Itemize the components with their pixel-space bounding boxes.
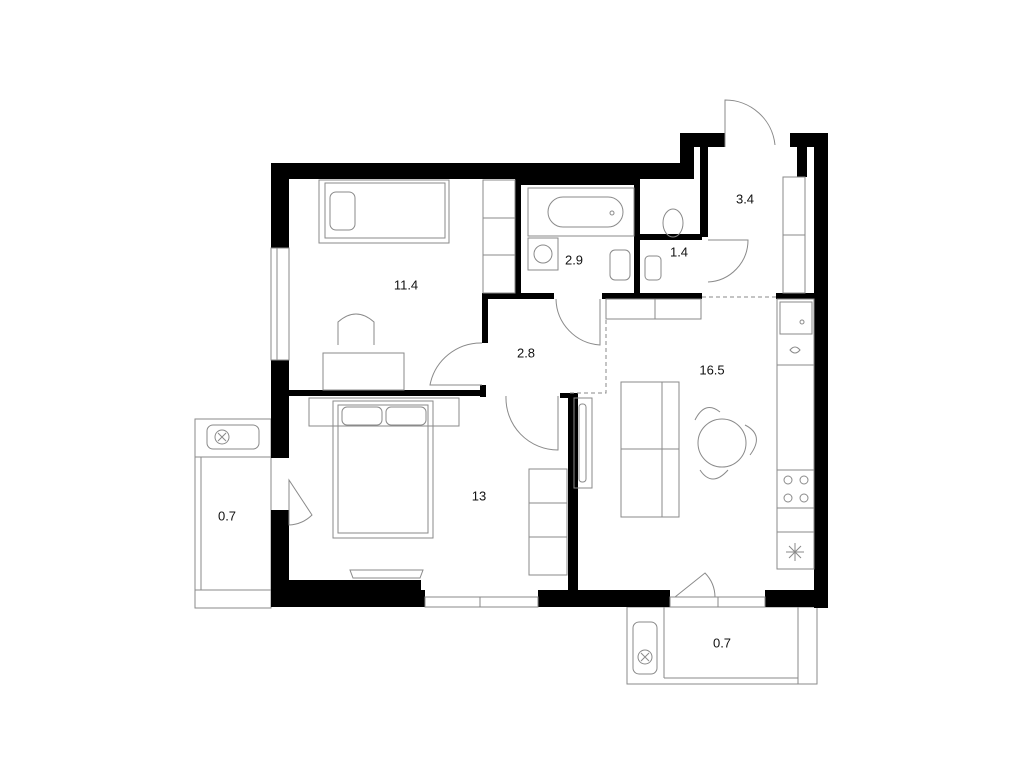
sink-1 (609, 249, 631, 281)
washing-machine (527, 237, 559, 271)
cooktop (776, 469, 815, 509)
room-label-kitchen-living: 16.5 (699, 362, 725, 378)
windows (270, 247, 766, 608)
room-label-wc: 1.4 (669, 244, 689, 260)
fan-icon (637, 649, 653, 665)
single-bed (318, 179, 450, 244)
wardrobe-1 (482, 179, 516, 294)
tv-stand (573, 397, 593, 489)
room-label-entrance-hall: 3.4 (735, 191, 755, 207)
balcony-south-door (674, 572, 716, 598)
walls (271, 133, 828, 608)
room-label-balcony-west: 0.7 (217, 508, 237, 524)
tv-shelf (349, 569, 424, 579)
bedroom2-door (505, 395, 559, 451)
fridge (776, 531, 815, 570)
desk (322, 352, 405, 391)
chair (337, 313, 375, 345)
wardrobe-2 (528, 468, 568, 576)
bathtub (527, 187, 635, 237)
nightstands (308, 397, 460, 427)
sink-2 (644, 255, 662, 281)
room-label-balcony-south: 0.7 (712, 635, 732, 651)
kitchen-sink (779, 301, 813, 335)
kitchen-opening (568, 299, 607, 394)
entrance-door (724, 99, 776, 147)
toilet (662, 208, 684, 238)
room-label-bathroom: 2.9 (564, 252, 584, 268)
double-bed (332, 400, 434, 539)
pillow (341, 406, 383, 426)
ac-unit-west (206, 424, 260, 450)
furniture (308, 176, 815, 579)
bathroom-door (555, 298, 601, 346)
room-label-hallway: 2.8 (516, 345, 536, 361)
fan-icon (214, 429, 230, 445)
room-label-bedroom-2: 13 (471, 488, 487, 504)
pillow (385, 406, 427, 426)
balcony-west-door (288, 478, 313, 526)
pillow (329, 191, 356, 231)
bedroom1-door (429, 342, 483, 386)
doors (288, 99, 776, 598)
dining-table (697, 418, 747, 468)
kitchen-unit (776, 298, 815, 570)
wc-door (707, 239, 749, 283)
room-label-bedroom-1: 11.4 (393, 277, 419, 293)
ac-unit-south (632, 621, 658, 675)
